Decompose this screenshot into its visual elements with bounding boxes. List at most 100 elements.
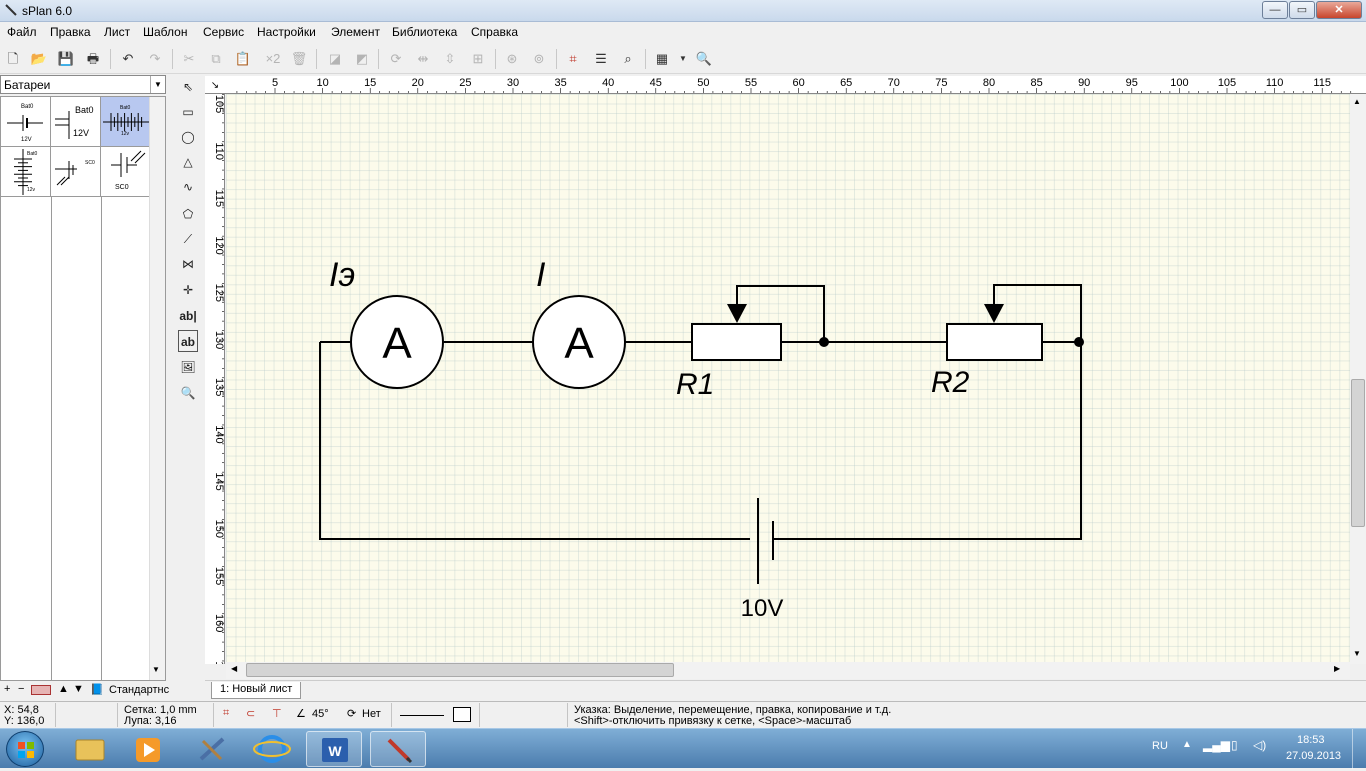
- zoom-tool-icon[interactable]: 🔍: [180, 386, 196, 400]
- library-item-battery-4[interactable]: Bat0 12v: [1, 147, 51, 197]
- menu-template[interactable]: Шаблон: [143, 25, 188, 39]
- mirror-h-icon[interactable]: ⇹: [417, 51, 429, 66]
- resistor-r1-label[interactable]: R1: [676, 368, 714, 401]
- angle-value[interactable]: 45°: [312, 708, 329, 720]
- open-folder-icon[interactable]: 📂: [30, 51, 48, 66]
- taskbar-explorer[interactable]: [62, 731, 118, 767]
- library-item-battery-2[interactable]: Bat0 12V: [51, 97, 101, 147]
- textbox-tool-icon[interactable]: ab: [178, 330, 198, 352]
- group-icon[interactable]: ⊛: [506, 51, 518, 66]
- clock-date[interactable]: 27.09.2013: [1286, 750, 1342, 762]
- library-group-label[interactable]: Стандартнс: [109, 684, 170, 696]
- scroll-left-icon[interactable]: ◀: [231, 664, 238, 673]
- text-tool-icon[interactable]: ab|: [179, 309, 197, 323]
- new-file-icon[interactable]: 🗋: [7, 51, 19, 66]
- start-button[interactable]: [6, 731, 44, 767]
- taskbar-word[interactable]: W: [306, 731, 362, 767]
- line-style-sample[interactable]: [400, 715, 444, 716]
- show-desktop-button[interactable]: [1352, 729, 1366, 769]
- canvas-vertical-scrollbar[interactable]: ▲ ▼: [1350, 94, 1366, 664]
- grid-dropdown-icon[interactable]: ▼: [679, 54, 687, 63]
- ungroup-icon[interactable]: ⊚: [533, 51, 545, 66]
- library-edit-icon[interactable]: [31, 685, 51, 695]
- align-icon[interactable]: ⊞: [472, 51, 484, 66]
- ellipse-tool-icon[interactable]: ◯: [181, 130, 195, 144]
- curve-tool-icon[interactable]: ⋈: [182, 257, 194, 271]
- battery-label[interactable]: 10V: [741, 595, 784, 622]
- library-item-battery-1[interactable]: Bat0 12V: [1, 97, 51, 147]
- vertical-scroll-thumb[interactable]: [1351, 379, 1365, 527]
- taskbar-splan[interactable]: [370, 731, 426, 767]
- ammeter-2[interactable]: [532, 295, 626, 389]
- angle-icon[interactable]: ∠: [296, 708, 306, 720]
- volume-icon[interactable]: ◁): [1253, 738, 1267, 752]
- duplicate-button[interactable]: ×2: [265, 51, 281, 66]
- clock-time[interactable]: 18:53: [1297, 734, 1325, 746]
- grid-icon[interactable]: ▦: [655, 51, 669, 66]
- undo-icon[interactable]: ↶: [122, 51, 134, 66]
- minimize-button[interactable]: —: [1262, 1, 1288, 19]
- ammeter-2-label[interactable]: I: [536, 256, 546, 294]
- horizontal-scroll-thumb[interactable]: [246, 663, 674, 677]
- to-front-icon[interactable]: ◪: [328, 51, 342, 66]
- language-indicator[interactable]: RU: [1152, 740, 1168, 752]
- magnet-icon[interactable]: ⊂: [246, 708, 256, 720]
- chevron-down-icon[interactable]: ▼: [150, 76, 165, 93]
- tab-sheet-1[interactable]: 1: Новый лист: [211, 682, 302, 699]
- network-icon[interactable]: ▂▄▆: [1203, 738, 1230, 752]
- save-icon[interactable]: 💾: [57, 51, 75, 66]
- connect-icon[interactable]: ⌗: [569, 51, 577, 66]
- ammeter-1[interactable]: [350, 295, 444, 389]
- to-back-icon[interactable]: ◩: [355, 51, 369, 66]
- resistor-r2-label[interactable]: R2: [931, 366, 970, 399]
- bezier-tool-icon[interactable]: ∿: [182, 180, 194, 194]
- menu-file[interactable]: Файл: [7, 25, 37, 39]
- menu-sheet[interactable]: Лист: [104, 25, 131, 39]
- library-select[interactable]: Батареи ▼: [0, 75, 166, 94]
- polyline-tool-icon[interactable]: ⬠: [182, 207, 194, 221]
- scroll-right-icon[interactable]: ▶: [1334, 664, 1341, 673]
- canvas-horizontal-scrollbar[interactable]: ◀ ▶: [226, 662, 1350, 679]
- print-icon[interactable]: 🖶: [86, 51, 100, 66]
- menu-settings[interactable]: Настройки: [257, 25, 316, 39]
- pin-icon[interactable]: ⊤: [272, 708, 282, 720]
- remove-icon[interactable]: −: [18, 683, 25, 695]
- ammeter-1-label[interactable]: Iэ: [329, 256, 355, 294]
- rotate-value[interactable]: Нет: [362, 708, 381, 720]
- taskbar-media-player[interactable]: [120, 731, 176, 767]
- rectangle-tool-icon[interactable]: ▭: [182, 105, 194, 119]
- line-tool-icon[interactable]: ⟋: [183, 232, 193, 246]
- power-icon[interactable]: ▯: [1231, 738, 1238, 752]
- menu-library[interactable]: Библиотека: [392, 25, 458, 39]
- menu-edit[interactable]: Правка: [50, 25, 91, 39]
- delete-icon[interactable]: 🗑: [290, 51, 308, 66]
- resistor-r1[interactable]: [691, 323, 782, 361]
- close-button[interactable]: ✕: [1316, 1, 1362, 19]
- mirror-v-icon[interactable]: ⇳: [444, 51, 456, 66]
- snap-grid-icon[interactable]: ⌗: [223, 707, 230, 719]
- junction-2[interactable]: [1074, 337, 1084, 347]
- library-scrollbar[interactable]: ▼: [149, 97, 165, 680]
- taskbar-internet-explorer[interactable]: [244, 731, 300, 767]
- menu-help[interactable]: Справка: [471, 25, 519, 39]
- find-icon[interactable]: ⌕: [624, 51, 632, 66]
- taskbar-tools[interactable]: [185, 731, 241, 767]
- image-tool-icon[interactable]: 🖼: [180, 360, 196, 374]
- junction-1[interactable]: [819, 337, 829, 347]
- resistor-r2[interactable]: [946, 323, 1043, 361]
- library-item-solar-cell-2[interactable]: SC0: [101, 147, 151, 197]
- zoom-fit-icon[interactable]: 🔍: [695, 51, 713, 66]
- copy-icon[interactable]: ⧉: [211, 51, 221, 66]
- scroll-up-icon[interactable]: ▲: [1353, 97, 1361, 106]
- polygon-tool-icon[interactable]: △: [183, 155, 193, 169]
- move-up-icon[interactable]: ▲: [58, 683, 69, 695]
- redo-icon[interactable]: ↷: [149, 51, 161, 66]
- add-icon[interactable]: +: [4, 683, 11, 695]
- parts-list-icon[interactable]: ☰: [595, 51, 607, 66]
- rotate-icon[interactable]: ⟳: [347, 708, 357, 720]
- library-item-solar-cell-1[interactable]: SC0: [51, 147, 101, 197]
- scroll-down-icon[interactable]: ▼: [152, 665, 160, 674]
- paste-icon[interactable]: 📋: [234, 51, 252, 66]
- library-item-battery-3[interactable]: Bat0 12v: [101, 97, 151, 147]
- pointer-tool-icon[interactable]: ⇖: [182, 80, 194, 94]
